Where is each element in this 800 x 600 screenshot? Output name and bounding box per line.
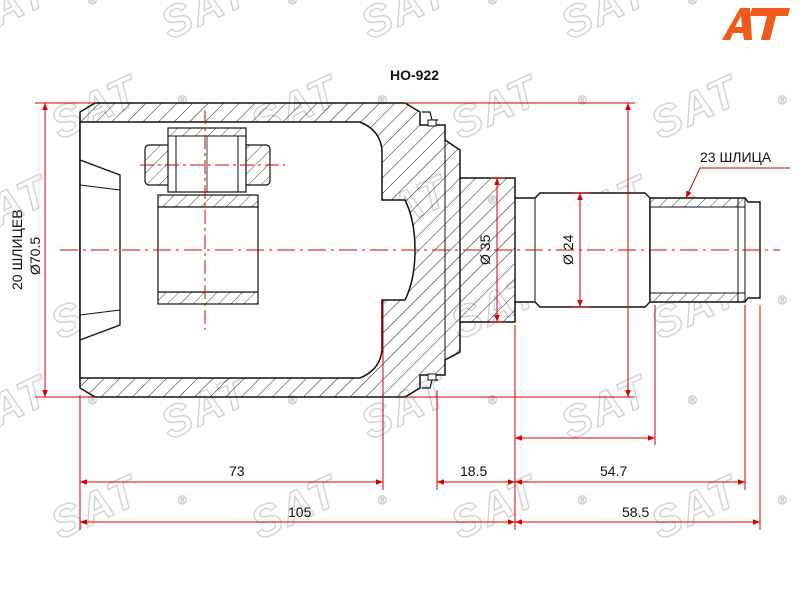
watermark-text: SAT [154,0,258,49]
watermark-text: SAT [554,0,658,49]
watermark-text: SAT [644,466,748,549]
dim-73: 73 [229,463,245,479]
watermark-registered-mark: ® [288,0,297,7]
watermark-registered-mark: ® [488,393,497,407]
watermark-registered-mark: ® [578,493,587,507]
watermark-registered-mark: ® [688,0,697,7]
watermark-text: SAT [44,466,148,549]
dim-18-5: 18.5 [460,463,487,479]
at-logo: AT [722,8,790,40]
watermark-registered-mark: ® [378,493,387,507]
watermark-registered-mark: ® [688,393,697,407]
part-number: HO-922 [390,67,439,83]
watermark-registered-mark: ® [288,393,297,407]
watermark-text: SAT [554,366,658,449]
watermark-registered-mark: ® [778,493,787,507]
watermark-text: SAT [444,66,548,149]
watermark-registered-mark: ® [178,93,187,107]
label-diameter-35: Ø 35 [477,234,493,265]
label-23-splines: 23 ШЛИЦА [700,149,772,165]
dim-58-5: 58.5 [622,504,649,520]
dimensions [35,102,790,530]
watermark-registered-mark: ® [488,0,497,7]
label-diameter-24: Ø 24 [560,234,576,265]
label-diameter-70-5: Ø70.5 [27,237,43,275]
watermark-registered-mark: ® [578,93,587,107]
dim-105: 105 [288,504,312,520]
watermark-registered-mark: ® [778,93,787,107]
dim-54-7: 54.7 [600,463,627,479]
watermark-text: SAT [0,366,57,449]
watermark-registered-mark: ® [778,293,787,307]
watermark-text: SAT [0,0,57,49]
watermark-registered-mark: ® [88,0,97,7]
label-20-splines: 20 ШЛИЦЕВ [9,209,25,290]
watermark-registered-mark: ® [178,493,187,507]
watermark-registered-mark: ® [378,93,387,107]
watermark-text: SAT [354,0,458,49]
watermark-text: SAT [644,66,748,149]
watermark-registered-mark: ® [88,393,97,407]
